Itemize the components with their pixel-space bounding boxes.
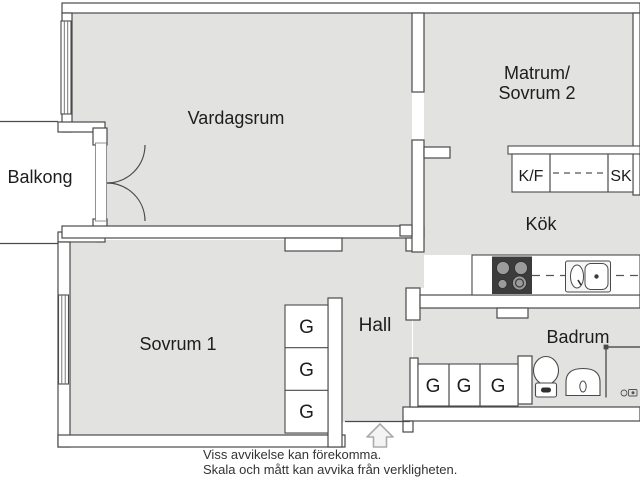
label-bathroom: Badrum bbox=[546, 327, 609, 347]
disclaimer-line1: Viss avvikelse kan förekomma. bbox=[203, 447, 381, 462]
wardrobe-column bbox=[284, 304, 329, 434]
hall-kitchen-doorway-floor bbox=[406, 252, 424, 288]
wardrobe-label: G bbox=[426, 376, 441, 397]
balcony-door-threshold bbox=[95, 142, 107, 222]
label-dining-line1: Matrum/ bbox=[504, 63, 570, 83]
wardrobe-label: G bbox=[491, 376, 506, 397]
wall-segment-bottom-right bbox=[402, 406, 640, 422]
wall-segment-center-upper bbox=[411, 12, 425, 93]
kitchen-area bbox=[471, 145, 640, 296]
wall-segment-hall-closet-jamb bbox=[409, 357, 419, 408]
bedroom1-wardrobes: G G G bbox=[284, 304, 329, 434]
wall-segment-balcony-stub-top-v bbox=[92, 127, 108, 146]
disclaimer-line2: Skala och mått kan avvika från verklighe… bbox=[203, 462, 457, 477]
label-balcony: Balkong bbox=[7, 167, 72, 187]
label-cupboard: SK bbox=[610, 168, 632, 185]
window-icon bbox=[60, 20, 72, 115]
label-kitchen: Kök bbox=[525, 214, 557, 234]
wall-segment-kitchen-south bbox=[419, 294, 640, 309]
bedroom1-doorway-floor bbox=[328, 251, 342, 299]
kitchen-sink-icon bbox=[565, 260, 611, 293]
wardrobe-label: G bbox=[299, 402, 314, 423]
hall-floor bbox=[342, 238, 412, 422]
wardrobe-dividers bbox=[448, 364, 481, 406]
bathroom-area bbox=[532, 344, 640, 398]
entrance-arrow-icon bbox=[366, 423, 394, 448]
wall-segment-center-protrusion-right bbox=[423, 146, 451, 159]
room-labels: Balkong Vardagsrum Matrum/ Sovrum 2 Kök … bbox=[7, 63, 632, 354]
kitchen-cabinet-dividers bbox=[549, 154, 609, 192]
balcony-door-leaf-top bbox=[106, 144, 146, 184]
wall-segment-balcony-stub-top-h bbox=[57, 121, 106, 133]
window-icon bbox=[57, 294, 70, 385]
wall-segment-bedroom1-door-head bbox=[284, 237, 343, 252]
wardrobe-row bbox=[417, 363, 519, 407]
label-hall: Hall bbox=[359, 315, 392, 336]
windows bbox=[57, 20, 72, 385]
kitchen-cabinet-rail bbox=[507, 145, 640, 155]
balcony-door-leaf-bottom bbox=[106, 182, 146, 222]
wall-segment-center-protrusion-left bbox=[399, 224, 413, 237]
double-door-swing-icon bbox=[95, 142, 146, 222]
label-bedroom1: Sovrum 1 bbox=[139, 334, 216, 354]
dining-bedroom2-floor bbox=[424, 13, 633, 147]
wall-segment-center-lower bbox=[411, 139, 425, 253]
wall-segment-hall-kitchen-jamb bbox=[405, 287, 421, 321]
wall-segment-entry-right-jamb bbox=[402, 420, 414, 433]
hall-wardrobes: G G G bbox=[417, 363, 519, 407]
washbasin-icon bbox=[565, 367, 601, 397]
wall-segment-livingroom-south bbox=[61, 225, 425, 239]
balcony-floor bbox=[0, 123, 97, 243]
wall-segment-top bbox=[61, 2, 640, 14]
bathroom-fitting-icon bbox=[620, 389, 638, 397]
wall-segment-bathroom-left bbox=[517, 355, 533, 405]
wardrobe-label: G bbox=[457, 376, 472, 397]
shower-corner-icon bbox=[603, 344, 640, 398]
wall-segment-kitchen-south-notch bbox=[496, 307, 529, 319]
living-room-floor bbox=[72, 13, 412, 228]
wardrobe-label: G bbox=[299, 317, 314, 338]
balcony-area bbox=[0, 120, 97, 245]
wardrobe-dividers bbox=[285, 347, 328, 391]
kitchen-cabinet-row bbox=[511, 153, 634, 193]
walls bbox=[57, 2, 640, 448]
label-living-room: Vardagsrum bbox=[188, 108, 285, 128]
wall-segment-dining-right bbox=[632, 12, 640, 196]
wall-segment-bottom-left bbox=[57, 434, 346, 448]
toilet-icon bbox=[532, 355, 560, 398]
wall-segment-hall-left bbox=[327, 297, 343, 448]
label-dining-line2: Sovrum 2 bbox=[498, 83, 575, 103]
footer-disclaimer: Viss avvikelse kan förekomma. Skala och … bbox=[203, 447, 457, 477]
stove-4-burner-icon bbox=[492, 256, 532, 294]
wardrobe-label: G bbox=[299, 360, 314, 381]
label-fridge-freezer: K/F bbox=[519, 168, 544, 185]
kitchen-floor-lower bbox=[424, 195, 640, 255]
floor-areas bbox=[70, 13, 640, 435]
